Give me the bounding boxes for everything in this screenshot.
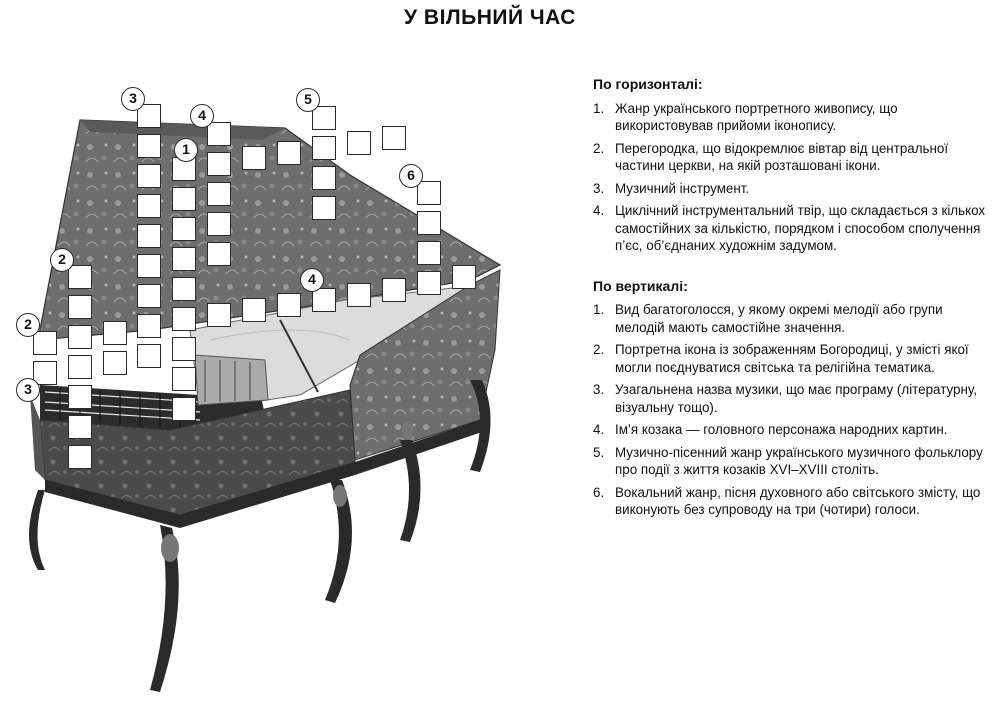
clue-text: Вокальний жанр, пісня духовного або світ… [615, 484, 981, 518]
crossword-cell[interactable] [103, 321, 127, 345]
crossword-cell[interactable] [382, 126, 406, 150]
clue-num: 2. [593, 342, 605, 357]
clue-text: Циклічний інструментальний твір, що скла… [615, 203, 986, 253]
clue-text: Ім’я козака — головного персонажа народн… [615, 422, 948, 437]
crossword-cell[interactable] [68, 385, 92, 409]
clue-num: 5. [593, 444, 605, 460]
crossword-cell[interactable] [207, 242, 231, 266]
crossword-cell[interactable] [312, 106, 336, 130]
crossword-cell[interactable] [68, 445, 92, 469]
crossword-cell[interactable] [172, 277, 196, 301]
crossword-cell[interactable] [137, 344, 161, 368]
clue-number-h2: 2 [16, 313, 40, 337]
crossword-cell[interactable] [33, 331, 57, 355]
crossword-cell[interactable] [417, 211, 441, 235]
clue-number-1: 1 [174, 138, 198, 162]
crossword-cell[interactable] [103, 351, 127, 375]
clue-number-h3: 3 [16, 378, 40, 402]
crossword-cell[interactable] [277, 293, 301, 317]
clue-number-5: 5 [296, 88, 320, 112]
vertical-heading: По вертикалі: [593, 277, 688, 294]
crossword-cell[interactable] [68, 325, 92, 349]
crossword-cell[interactable] [172, 307, 196, 331]
clue-text: Узагальнена назва музики, що має програм… [615, 382, 977, 415]
clue-item: 4. Циклічний інструментальний твір, що ск… [593, 202, 988, 255]
crossword-cell[interactable] [207, 303, 231, 327]
crossword-cell[interactable] [137, 284, 161, 308]
crossword-cell[interactable] [68, 265, 92, 289]
crossword-cell[interactable] [68, 415, 92, 439]
clue-text: Музичний інструмент. [615, 180, 750, 196]
clue-number-h4: 4 [300, 268, 324, 292]
clue-number-v2: 2 [50, 248, 74, 272]
crossword-cell[interactable] [137, 194, 161, 218]
crossword-cell[interactable] [137, 104, 161, 128]
clue-num: 3. [593, 180, 605, 196]
crossword-grid: 3 4 1 5 6 4 2 2 3 [16, 87, 476, 469]
crossword-cell[interactable] [417, 241, 441, 265]
clue-item: 1. Вид багатоголосся, у якому окремі мело… [593, 301, 988, 336]
clue-num: 3. [593, 382, 605, 397]
clue-num: 4. [593, 203, 605, 218]
crossword-cell[interactable] [382, 278, 406, 302]
crossword-cell[interactable] [312, 288, 336, 312]
crossword-cell[interactable] [137, 254, 161, 278]
crossword-cell[interactable] [172, 397, 196, 421]
clue-text: Портретна ікона із зображенням Богородиц… [615, 342, 969, 375]
crossword-cell[interactable] [68, 355, 92, 379]
crossword-cell[interactable] [277, 141, 301, 165]
crossword-cell[interactable] [312, 136, 336, 160]
clue-item: 1. Жанр українського портретного живопису… [593, 100, 988, 135]
crossword-cell[interactable] [207, 212, 231, 236]
crossword-cell[interactable] [137, 314, 161, 338]
crossword-cell[interactable] [172, 217, 196, 241]
clue-num: 1. [593, 302, 605, 317]
crossword-cell[interactable] [452, 265, 476, 289]
horizontal-clues: 1. Жанр українського портретного живопису… [593, 100, 988, 255]
crossword-cell[interactable] [347, 131, 371, 155]
clue-item: 5. Музично-пісенний жанр українського муз… [593, 444, 988, 479]
vertical-clues: 1. Вид багатоголосся, у якому окремі мело… [593, 301, 988, 519]
clue-item: 3. Музичний інструмент. [593, 180, 988, 198]
clue-text: Вид багатоголосся, у якому окремі мелоді… [615, 302, 943, 335]
crossword-cell[interactable] [137, 134, 161, 158]
clue-num: 2. [593, 140, 605, 156]
clue-num: 6. [593, 484, 605, 500]
crossword-cell[interactable] [417, 271, 441, 295]
clue-text: Жанр українського портретного живопису, … [615, 100, 898, 134]
crossword-cell[interactable] [172, 187, 196, 211]
clue-num: 1. [593, 100, 605, 116]
clues-panel: По горизонталі: 1. Жанр українського порт… [593, 76, 988, 524]
crossword-cell[interactable] [207, 182, 231, 206]
clue-item: 6. Вокальний жанр, пісня духовного або св… [593, 484, 988, 519]
clue-item: 2. Портретна ікона із зображенням Богород… [593, 341, 988, 376]
crossword-cell[interactable] [172, 247, 196, 271]
crossword-cell[interactable] [172, 337, 196, 361]
clue-item: 4. Ім’я козака — головного персонажа наро… [593, 421, 988, 439]
crossword-cell[interactable] [417, 181, 441, 205]
crossword-cell[interactable] [33, 361, 57, 385]
crossword-cell[interactable] [207, 122, 231, 146]
page-title: У ВІЛЬНИЙ ЧАС [404, 6, 576, 29]
crossword-cell[interactable] [207, 152, 231, 176]
crossword-cell[interactable] [242, 298, 266, 322]
clue-num: 4. [593, 422, 605, 437]
clue-text: Музично-пісенний жанр українського музич… [615, 444, 983, 478]
crossword-cell[interactable] [172, 367, 196, 391]
clue-item: 2. Перегородка, що відокремлює вівтар від… [593, 140, 988, 175]
horizontal-heading: По горизонталі: [593, 76, 703, 92]
clue-text: Перегородка, що відокремлює вівтар від ц… [615, 140, 949, 174]
crossword-cell[interactable] [68, 295, 92, 319]
clue-number-6: 6 [399, 164, 423, 188]
crossword-cell[interactable] [312, 196, 336, 220]
clue-item: 3. Узагальнена назва музики, що має прогр… [593, 381, 988, 416]
clue-number-v3: 3 [121, 87, 145, 111]
crossword-cell[interactable] [347, 283, 371, 307]
crossword-cell[interactable] [242, 146, 266, 170]
crossword-cell[interactable] [137, 164, 161, 188]
crossword-cell[interactable] [137, 224, 161, 248]
crossword-cell[interactable] [312, 166, 336, 190]
clue-number-v4: 4 [190, 104, 214, 128]
